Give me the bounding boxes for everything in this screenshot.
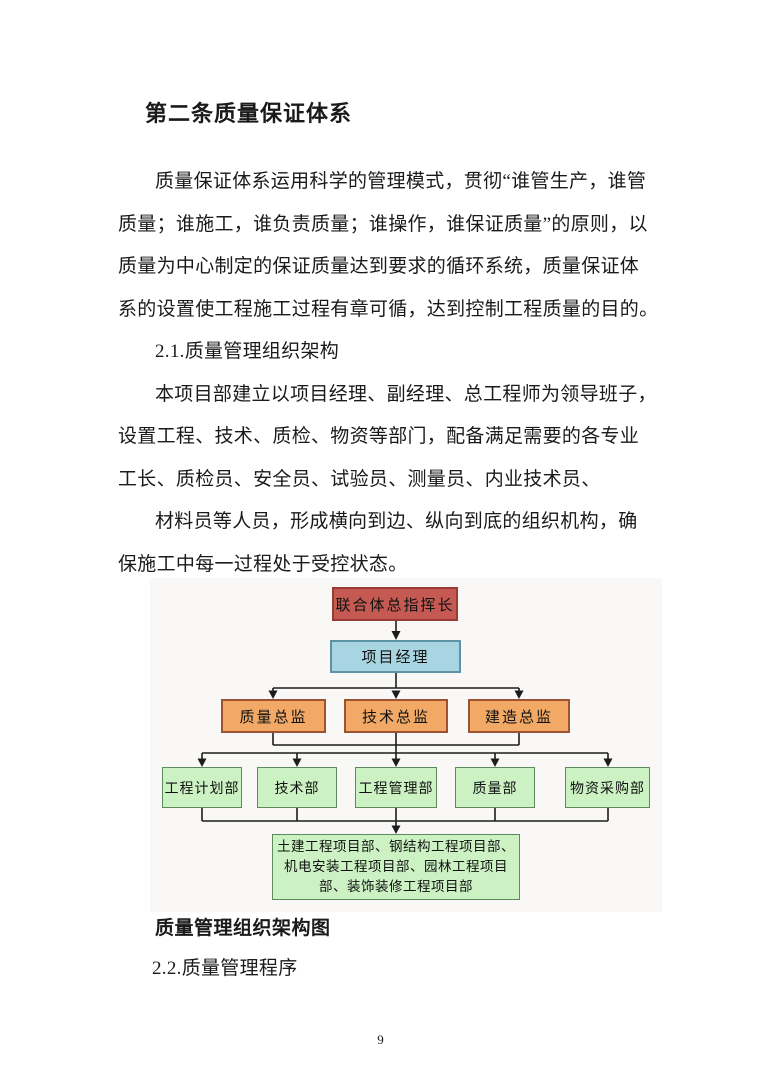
- paragraph-line: 设置工程、技术、质检、物资等部门，配备满足需要的各专业: [118, 426, 640, 447]
- chart-node-project-manager: 项目经理: [330, 640, 461, 673]
- paragraph-line: 质量为中心制定的保证质量达到要求的循环系统，质量保证体: [118, 256, 640, 277]
- paragraph-line: 系的设置使工程施工过程有章可循，达到控制工程质量的目的。: [118, 298, 659, 320]
- body-text: 质量保证体系运用科学的管理模式，贯彻“谁管生产，谁管 质量；谁施工，谁负责质量；…: [118, 161, 659, 586]
- chart-node-director-quality: 质量总监: [221, 699, 326, 733]
- chart-node-project-divisions: 土建工程项目部、钢结构工程项目部、 机电安装工程项目部、园林工程项目 部、装饰装…: [272, 834, 520, 900]
- paragraph-line: 保施工中每一过程处于受控状态。: [118, 553, 408, 575]
- document-title: 第二条质量保证体系: [145, 101, 353, 126]
- chart-node-dept-procurement: 物资采购部: [565, 767, 650, 808]
- paragraph-line: 质量保证体系运用科学的管理模式，贯彻“谁管生产，谁管: [155, 171, 647, 192]
- chart-node-dept-quality: 质量部: [455, 767, 535, 808]
- chart-node-commander: 联合体总指挥长: [332, 587, 458, 621]
- org-chart-connectors: [197, 621, 613, 834]
- page-number: 9: [377, 1032, 384, 1047]
- chart-node-director-construction: 建造总监: [468, 699, 570, 733]
- paragraph-line: 本项目部建立以项目经理、副经理、总工程师为领导班子，: [155, 383, 657, 405]
- org-chart: 联合体总指挥长 项目经理 质量总监 技术总监 建造总监 工程计划部 技术部 工程…: [150, 578, 662, 912]
- chart-node-director-technical: 技术总监: [344, 699, 448, 733]
- chart-node-dept-planning: 工程计划部: [162, 767, 242, 808]
- section-heading-2-2: 2.2.质量管理程序: [152, 958, 298, 979]
- chart-node-dept-technical: 技术部: [257, 767, 337, 808]
- section-heading-2-1: 2.1.质量管理组织架构: [155, 341, 340, 362]
- paragraph-line: 材料员等人员，形成横向到边、纵向到底的组织机构，确: [155, 511, 638, 532]
- paragraph-line: 质量；谁施工，谁负责质量；谁操作，谁保证质量”的原则，以: [118, 213, 648, 235]
- figure-caption: 质量管理组织架构图: [155, 918, 331, 939]
- chart-node-dept-management: 工程管理部: [355, 767, 437, 808]
- paragraph-line: 工长、质检员、安全员、试验员、测量员、内业技术员、: [118, 468, 601, 490]
